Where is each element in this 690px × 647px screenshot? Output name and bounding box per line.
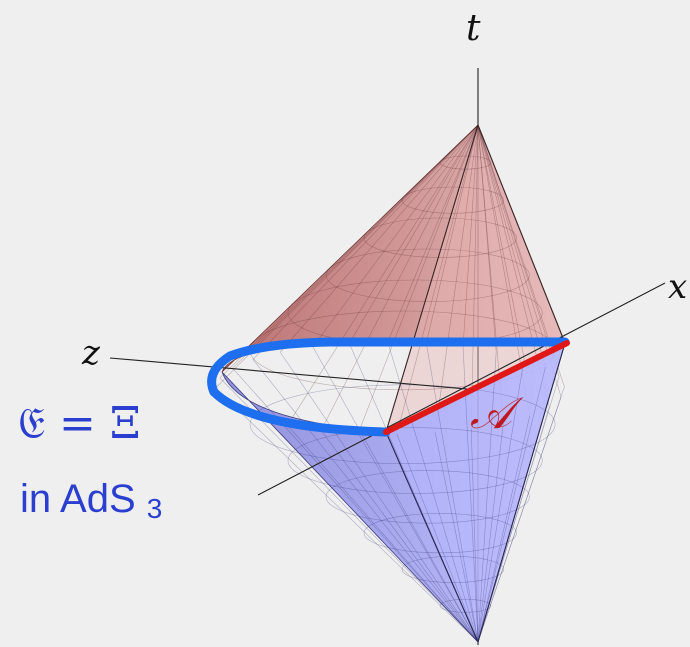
lower-mesh-line: [215, 387, 479, 643]
upper-mesh-line: [349, 124, 479, 344]
upper-mesh-line: [477, 124, 525, 359]
upper-mesh-line: [232, 124, 479, 369]
cone-edge-right-lower: [477, 342, 566, 643]
upper-mesh-line: [320, 124, 479, 431]
lower-mesh-line: [357, 433, 479, 643]
lower-mesh-ring: [325, 470, 530, 524]
caption-ads3-subscript: 3: [147, 493, 163, 524]
lower-mesh-line: [477, 396, 562, 643]
caption-ads3: in AdS 3: [20, 477, 162, 524]
upper-mesh-ring: [325, 248, 530, 302]
lower-mesh-line: [477, 358, 525, 643]
lower-mesh-ring: [287, 427, 543, 494]
lower-mesh-line: [477, 386, 565, 643]
x-axis-label: x: [668, 267, 687, 307]
lower-mesh-line: [387, 341, 479, 643]
lower-mesh-line: [477, 422, 504, 643]
lower-mesh-ring: [401, 555, 505, 583]
lower-cone-grid: [215, 341, 565, 643]
upper-mesh-line: [279, 124, 479, 353]
lower-mesh-line: [279, 352, 479, 643]
upper-mesh-line: [477, 124, 560, 377]
lower-mesh-line: [477, 351, 497, 643]
lower-cone: [215, 341, 566, 644]
upper-mesh-line: [477, 124, 497, 352]
lower-mesh-ring: [249, 384, 556, 465]
t-axis-label: t: [466, 8, 481, 49]
upper-mesh-line: [219, 124, 479, 379]
upper-mesh-line: [434, 124, 479, 433]
upper-mesh-line: [287, 124, 479, 426]
upper-mesh-line: [396, 124, 479, 435]
cone-edge-front-upper: [385, 124, 479, 433]
lower-mesh-line: [396, 433, 479, 643]
caption-ads3-prefix: in AdS: [20, 477, 136, 521]
lower-mesh-line: [470, 428, 479, 643]
upper-mesh-line: [477, 124, 546, 368]
lower-mesh-line: [232, 367, 479, 643]
upper-mesh-line: [462, 124, 479, 347]
cone-edge-right-upper: [477, 124, 566, 344]
lower-mesh-line: [312, 346, 479, 643]
lower-mesh-line: [287, 425, 479, 643]
upper-mesh-ring: [401, 186, 505, 214]
lower-mesh-line: [252, 359, 479, 643]
lower-mesh-line: [477, 415, 531, 643]
upper-cone-grid: [215, 124, 565, 435]
z-axis-label: z: [81, 333, 101, 373]
upper-mesh-line: [312, 124, 479, 347]
lower-mesh-line: [477, 376, 560, 643]
upper-mesh-line: [425, 124, 479, 344]
region-a-segment: [383, 340, 570, 435]
upper-mesh-line: [387, 124, 479, 343]
lower-mesh-line: [434, 432, 479, 643]
z-axis-line: [109, 357, 479, 391]
upper-mesh-ring: [363, 217, 517, 258]
lower-mesh-ring: [363, 513, 517, 554]
upper-mesh-ring: [439, 155, 492, 170]
caption-equation: 𝔈 = Ξ: [18, 398, 141, 449]
upper-mesh-line: [252, 124, 479, 360]
lower-mesh-line: [320, 430, 479, 643]
boundary-circle: [207, 337, 570, 437]
lower-mesh-line: [219, 377, 479, 643]
lower-mesh-line: [425, 342, 479, 643]
cone-edge-front-lower: [385, 431, 479, 643]
upper-mesh-line: [470, 124, 479, 429]
lower-mesh-line: [477, 367, 546, 643]
